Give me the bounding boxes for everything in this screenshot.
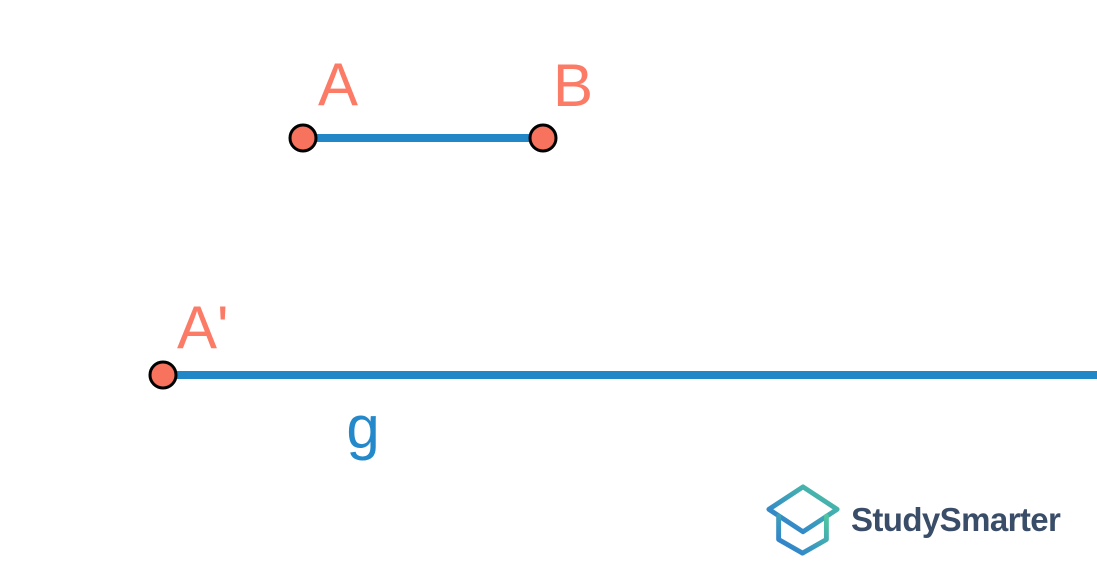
point-a-label: A xyxy=(318,51,358,118)
studysmarter-logo: StudySmarter xyxy=(764,482,1061,560)
logo-lid-shape xyxy=(766,484,840,535)
point-a-prime xyxy=(148,360,178,390)
line-g-label: g xyxy=(346,394,379,461)
point-a xyxy=(288,123,318,153)
logo-box-shape xyxy=(776,513,829,556)
point-a-prime-label: A' xyxy=(177,294,228,361)
point-b xyxy=(528,123,558,153)
studysmarter-box-icon xyxy=(766,484,840,556)
brand-wordmark: StudySmarter xyxy=(851,500,1061,538)
point-b-label: B xyxy=(553,52,593,119)
